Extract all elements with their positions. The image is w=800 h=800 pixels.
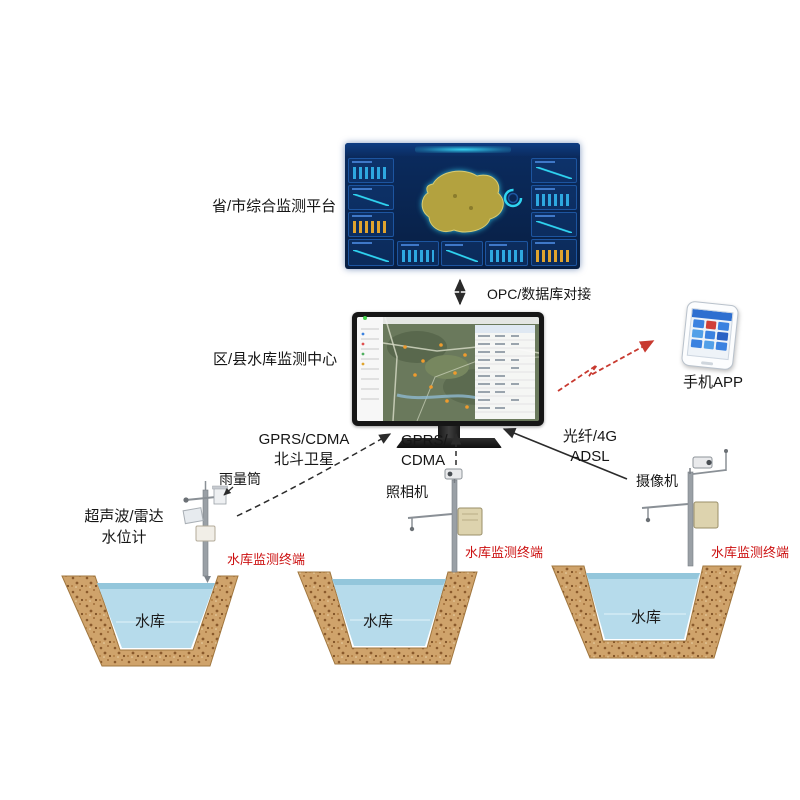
water: [332, 579, 446, 646]
solar-panel: [182, 507, 204, 525]
dashboard-screenshot: [345, 143, 580, 269]
dashboard-panel: [441, 241, 483, 266]
link-left-line2: 北斗卫星: [273, 451, 334, 468]
monitoring-station-right: [641, 449, 728, 567]
dashboard-panel: [348, 212, 394, 237]
camera-body: [444, 468, 463, 480]
dashboard-panel: [531, 185, 577, 210]
camera-middle-label: 照相机: [386, 484, 428, 500]
link-middle-label: GPRS/ CDMA: [401, 431, 457, 471]
dashboard-titlebar: [345, 143, 580, 156]
reservoir-pit-left: [61, 575, 239, 667]
map-toolbar: [383, 317, 539, 324]
reservoir-label-right: 水库: [630, 609, 661, 626]
dashboard-panel: [348, 158, 394, 183]
camera-lens: [447, 471, 453, 477]
sensor: [645, 517, 651, 523]
dashboard-panel: [531, 239, 577, 266]
camera-lens: [706, 459, 712, 466]
link-right-line2: ADSL: [570, 448, 610, 465]
water-level-gauge-label: 超声波/雷达 水位计: [78, 506, 170, 548]
station-pole: [687, 471, 694, 567]
link-left-line1: GPRS/CDMA: [258, 431, 350, 448]
link-middle-line2: CDMA: [401, 452, 446, 469]
camera-right-label: 摄像机: [636, 473, 678, 489]
dashboard-panel: [348, 185, 394, 210]
monitoring-station-middle: [407, 468, 483, 573]
map-markers: [403, 343, 469, 409]
sensor: [409, 526, 415, 532]
layer-legend-dots: [361, 332, 365, 366]
reservoir-label-left: 水库: [134, 613, 165, 630]
reservoir-pit-right: [551, 565, 742, 659]
water: [586, 573, 700, 639]
terminal-label-right: 水库监测终端: [711, 545, 790, 560]
reservoir-label-middle: 水库: [362, 613, 393, 630]
arrow-right-uplink: [502, 428, 628, 480]
opc-link-label: OPC/数据库对接: [487, 286, 592, 302]
ultrasonic-sensor: [204, 576, 211, 583]
terminal-box: [693, 501, 719, 529]
camera-body: [692, 456, 713, 469]
link-right-label: 光纤/4G ADSL: [554, 427, 626, 467]
dashboard-panel: [531, 212, 577, 237]
dashboard-panel: [531, 158, 577, 183]
rain-gauge-label: 雨量筒: [219, 471, 261, 487]
station-box: [195, 525, 216, 542]
wind-sensor: [183, 497, 189, 503]
antenna: [724, 449, 728, 453]
link-middle-line1: GPRS/: [401, 432, 448, 449]
platform-label: 省/市综合监测平台: [212, 198, 337, 215]
monitor-map-screen: [357, 317, 539, 421]
link-right-line1: 光纤/4G: [562, 428, 618, 445]
terminal-label-middle: 水库监测终端: [465, 545, 544, 560]
water-level-line1: 超声波/雷达: [84, 508, 164, 525]
station-pole: [451, 479, 458, 573]
center-label: 区/县水库监测中心: [213, 351, 338, 368]
rain-gauge-cylinder: [213, 487, 227, 505]
water-level-line2: 水位计: [101, 529, 147, 546]
dashboard-province-map: [421, 170, 523, 233]
water: [97, 583, 215, 648]
gis-map: [357, 317, 539, 421]
dashboard-panel: [485, 241, 528, 266]
monitor: [352, 312, 544, 426]
monitoring-station-left: [182, 481, 228, 583]
dashboard-panel: [397, 241, 439, 266]
link-left-label: GPRS/CDMA 北斗卫星: [256, 430, 352, 470]
dashboard-panel: [348, 239, 394, 266]
monitor-stand-base: [396, 438, 502, 448]
phone-app-label: 手机APP: [682, 374, 743, 391]
terminal-box: [457, 507, 483, 536]
reservoir-pit-middle: [297, 571, 478, 665]
rain-gauge-pointer-arrow: [223, 486, 234, 496]
dashboard-ring-gauge: [503, 188, 523, 208]
terminal-label-left: 水库监测终端: [227, 552, 306, 567]
arrow-phone-link: [557, 340, 655, 392]
